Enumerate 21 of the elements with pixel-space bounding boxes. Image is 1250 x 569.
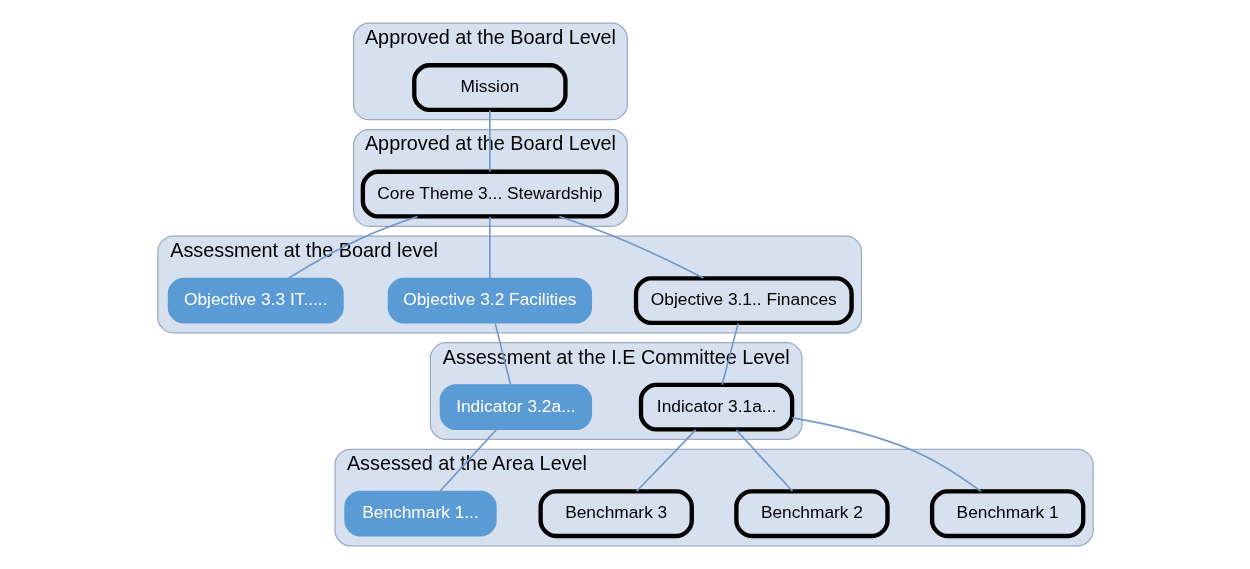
connector xyxy=(488,216,491,279)
connector xyxy=(493,322,511,386)
node-box: Objective 3.1.. Finances xyxy=(633,276,854,326)
connector xyxy=(720,322,739,386)
connector xyxy=(287,215,418,279)
node-box: Indicator 3.2a... xyxy=(439,384,592,431)
node-box: Benchmark 1 xyxy=(929,489,1085,539)
node-box: Objective 3.2 Facilities xyxy=(387,277,592,324)
connector xyxy=(488,109,491,173)
node-box: Objective 3.3 IT..... xyxy=(167,277,344,324)
node-box: Benchmark 3 xyxy=(537,489,694,539)
node-box: Benchmark 2 xyxy=(733,489,890,539)
connector xyxy=(735,429,793,493)
connector xyxy=(557,215,704,279)
node-box: Core Theme 3... Stewardship xyxy=(360,169,619,219)
node-box: Mission xyxy=(411,63,568,112)
node-box: Indicator 3.1a... xyxy=(638,382,794,432)
node-box: Benchmark 1... xyxy=(343,490,497,537)
connector xyxy=(438,429,497,493)
connector xyxy=(635,429,697,493)
connector xyxy=(791,417,982,493)
